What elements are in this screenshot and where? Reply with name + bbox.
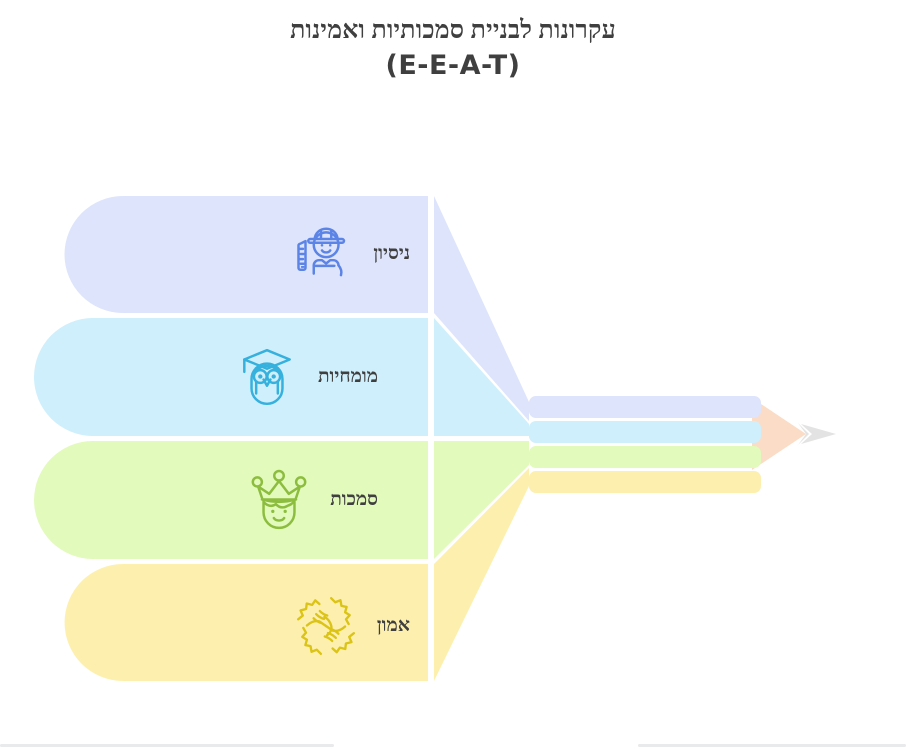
owl-graduation-icon bbox=[234, 344, 300, 410]
title-line-acronym: (E-E-A-T) bbox=[385, 50, 521, 81]
bar-taper-authority bbox=[434, 441, 529, 559]
pencil-wood-tip bbox=[752, 398, 806, 470]
footer-divider-left bbox=[0, 744, 334, 747]
bar-shape-expertise[interactable] bbox=[34, 318, 428, 436]
page-title: עקרונות לבניית סמכותיות ואמינות (E-E-A-T… bbox=[0, 14, 906, 84]
bar-label-trust: אמון bbox=[376, 615, 410, 636]
list-item-experience[interactable]: ניסיון bbox=[110, 221, 410, 287]
bar-taper-experience bbox=[434, 196, 529, 421]
bar-label-expertise: מומחיות bbox=[317, 366, 378, 387]
bar-label-experience: ניסיון bbox=[373, 243, 410, 264]
list-item-authority[interactable]: סמכות bbox=[58, 467, 378, 533]
list-item-trust[interactable]: אמון bbox=[110, 593, 410, 659]
bar-label-authority: סמכות bbox=[330, 489, 378, 510]
bar-shape-trust[interactable] bbox=[64, 564, 428, 681]
title-line-hebrew: עקרונות לבניית סמכותיות ואמינות bbox=[290, 17, 616, 44]
pencil-stripe-trust bbox=[529, 471, 761, 493]
pencil-graphite-tip bbox=[798, 423, 836, 445]
bar-taper-trust bbox=[434, 468, 529, 681]
pencil-stripe-experience bbox=[529, 396, 761, 418]
list-item-expertise[interactable]: מומחיות bbox=[58, 344, 378, 410]
pencil-stripe-expertise bbox=[529, 421, 761, 443]
bar-shape-authority[interactable] bbox=[34, 441, 429, 559]
pencil-stripe-authority bbox=[529, 446, 761, 468]
king-crown-icon bbox=[246, 467, 312, 533]
handshake-icon bbox=[293, 593, 359, 659]
bar-shape-experience[interactable] bbox=[64, 196, 428, 313]
footer-divider-right bbox=[638, 744, 906, 747]
bar-taper-expertise bbox=[434, 318, 529, 436]
worker-helmet-icon bbox=[289, 221, 355, 287]
